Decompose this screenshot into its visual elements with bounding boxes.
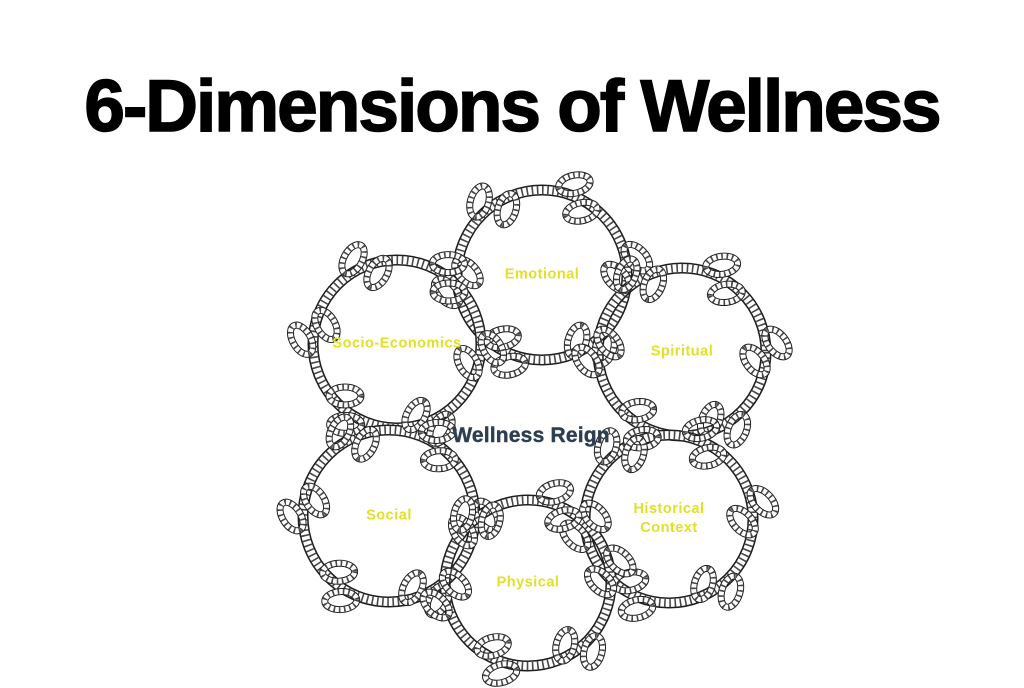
node-label-physical: Physical (496, 574, 560, 591)
center-label: Wellness Reign (452, 424, 610, 447)
node-label-social: Social (366, 507, 412, 524)
node-label-emotional: Emotional (504, 266, 580, 283)
node-label-socio-economics: Socio-Economics (332, 335, 462, 352)
page-title: 6-Dimensions of Wellness (84, 66, 943, 147)
node-label-historical-context: Historical Context (633, 501, 705, 536)
node-label-spiritual: Spiritual (650, 343, 714, 360)
